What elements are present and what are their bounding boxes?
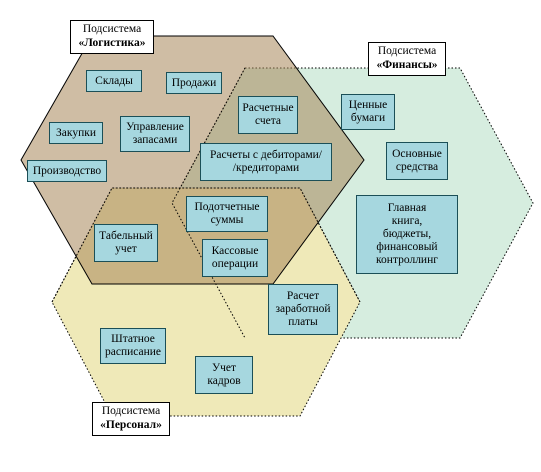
module-raschety-debitory: Расчеты с дебиторами/ /кредиторами [200, 143, 332, 181]
personnel-overlap-outline [51, 187, 361, 303]
module-sklady: Склады [86, 70, 142, 92]
personnel-callout-name: «Персонал» [100, 419, 162, 431]
module-raschetnye-scheta: Расчетные счета [238, 96, 298, 134]
finance-overlap-outline [171, 67, 246, 339]
logistics-callout: Подсистема «Логистика» [70, 20, 154, 54]
module-glavnaya-kniga: Главная книга, бюджеты, финансовый контр… [356, 195, 458, 274]
personnel-callout: Подсистема «Персонал» [92, 402, 170, 436]
module-uchet-kadrov: Учет кадров [195, 356, 253, 394]
module-proizvodstvo: Производство [27, 160, 107, 182]
module-podotchetnye-summy: Подотчетные суммы [186, 196, 268, 232]
module-shtatnoe-raspisanie: Штатное расписание [100, 328, 166, 364]
module-tabelnyi-uchet: Табельный учет [94, 224, 158, 262]
module-prodazhi: Продажи [166, 72, 222, 94]
module-upravlenie-zapasami: Управление запасами [120, 116, 190, 152]
finance-callout-label: Подсистема [377, 45, 437, 57]
personnel-callout-label: Подсистема [101, 405, 161, 417]
finance-callout-name: «Финансы» [376, 59, 438, 71]
module-raschet-zp: Расчет заработной платы [268, 284, 338, 335]
module-zakupki: Закупки [49, 122, 103, 144]
module-osnovnye-sredstva: Основные средства [386, 142, 448, 180]
module-kassovye-operacii: Кассовые операции [202, 239, 268, 277]
logistics-callout-label: Подсистема [82, 23, 142, 35]
finance-callout: Подсистема «Финансы» [368, 42, 446, 76]
logistics-callout-name: «Логистика» [78, 37, 146, 49]
module-cennye-bumagi: Ценные бумаги [341, 94, 395, 130]
